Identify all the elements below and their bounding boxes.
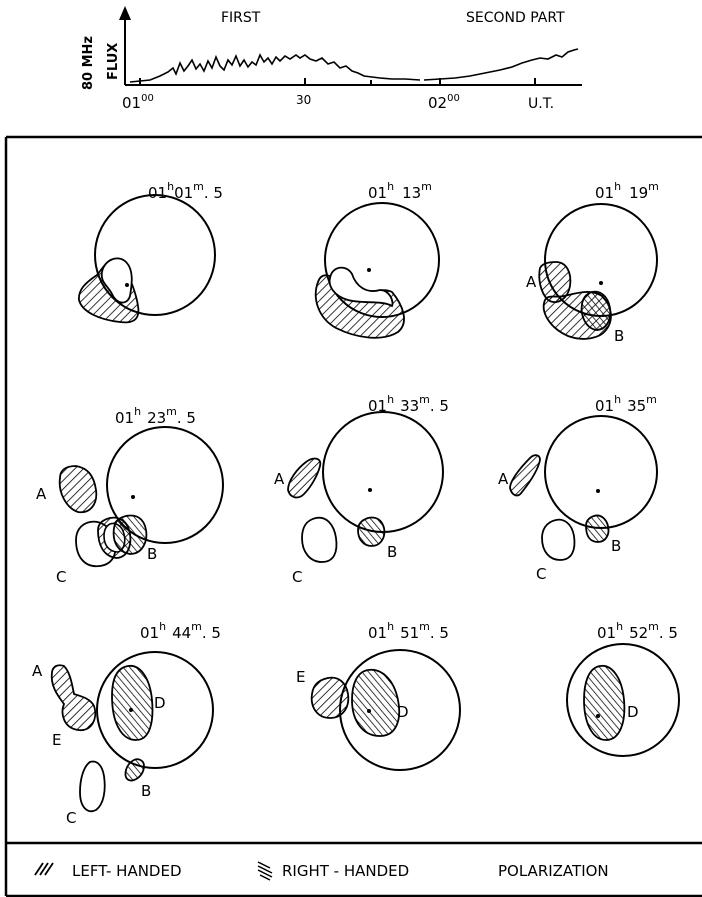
region-label: C: [56, 568, 66, 586]
region-label: B: [387, 543, 397, 561]
flux-x-ticks: [139, 78, 536, 85]
panel-frame: [4, 135, 702, 897]
panel-5: [509, 415, 658, 561]
flux-tick-label-0100: 0100: [122, 93, 154, 112]
flux-phase-first: FIRST: [221, 10, 261, 26]
region-label: A: [36, 485, 47, 503]
flux-ylabel-bottom: FLUX: [106, 43, 121, 80]
disk-center-marker: [599, 281, 603, 285]
source-region-B: [124, 758, 145, 782]
panel-8: [566, 643, 680, 757]
region-label: A: [498, 470, 509, 488]
source-region-D: [351, 668, 401, 737]
source-region-C: [541, 518, 576, 561]
panel-6: [50, 651, 214, 813]
source-region-D: [583, 665, 626, 741]
panel-2: [538, 203, 658, 340]
solar-disk: [566, 643, 680, 757]
flux-curve-first-part: [129, 53, 421, 83]
disk-center-marker: [367, 268, 371, 272]
source-region-A: [287, 457, 322, 499]
solar-disk: [106, 426, 224, 544]
source-region-C: [301, 516, 338, 563]
disk-center-marker: [596, 714, 600, 718]
panel-4: [287, 411, 444, 563]
region-label: D: [627, 703, 639, 721]
region-label: C: [292, 568, 302, 586]
region-label: A: [32, 662, 43, 680]
flux-tick-label-ut: U.T.: [528, 96, 554, 112]
source-region-B: [585, 514, 610, 543]
region-label: E: [52, 731, 61, 749]
disk-center-marker: [131, 495, 135, 499]
region-label: C: [66, 809, 76, 827]
solar-disk: [96, 651, 214, 769]
source-region-E: [310, 676, 350, 719]
region-label: D: [397, 703, 409, 721]
region-labels: A B A B C A B C A B C A E D B C E D D: [32, 273, 639, 827]
disk-center-marker: [368, 488, 372, 492]
panel-3: [58, 426, 224, 568]
solar-disk: [322, 411, 444, 533]
solar-disk: [94, 194, 216, 316]
disk-center-marker: [125, 283, 129, 287]
source-region-D: [111, 665, 154, 741]
panel-time-0: 01h01m. 5: [148, 180, 223, 202]
panel-7: [310, 649, 461, 771]
disk-center-marker: [367, 709, 371, 713]
right-handed-hatch-icon: [257, 861, 273, 881]
region-label: E: [296, 668, 305, 686]
panel-0: [78, 194, 216, 324]
flux-ylabel-top: 80 MHz: [81, 36, 96, 90]
region-label: A: [274, 470, 285, 488]
source-region-A: [58, 465, 98, 514]
source-region-left-handed: [314, 274, 405, 339]
disk-center-marker: [129, 708, 133, 712]
region-label: D: [154, 694, 166, 712]
source-region-A: [509, 454, 541, 497]
left-handed-hatch-icon: [34, 862, 54, 876]
disk-center-marker: [596, 489, 600, 493]
source-region-outline: [328, 266, 394, 308]
flux-tick-label-0200: 0200: [428, 93, 460, 112]
source-region-B: [112, 514, 148, 555]
flux-y-axis-arrow: [119, 6, 131, 20]
legend-polarization: POLARIZATION: [498, 862, 609, 880]
flux-phase-second: SECOND PART: [466, 10, 565, 26]
region-label: B: [611, 537, 621, 555]
region-label: C: [536, 565, 546, 583]
legend: LEFT- HANDED RIGHT - HANDED POLARIZATION: [34, 861, 609, 881]
legend-right-handed: RIGHT - HANDED: [282, 862, 409, 880]
source-region-A: [538, 261, 572, 303]
source-region-B: [357, 516, 386, 547]
legend-left-handed: LEFT- HANDED: [72, 862, 182, 880]
source-region-C: [79, 760, 106, 813]
flux-tick-label-30: 30: [296, 93, 311, 107]
solar-disk: [544, 415, 658, 529]
source-region-A-E: [50, 664, 97, 731]
region-label: B: [141, 782, 151, 800]
flux-plot: 80 MHz FLUX FIRST SECOND PART 0100 30 02…: [81, 6, 582, 112]
region-label: B: [614, 327, 624, 345]
source-region-outline: [100, 257, 133, 304]
region-label: B: [147, 545, 157, 563]
source-region-B: [580, 290, 612, 331]
region-label: A: [526, 273, 537, 291]
flux-curve-second-part: [423, 48, 579, 81]
panel-1: [314, 202, 440, 339]
